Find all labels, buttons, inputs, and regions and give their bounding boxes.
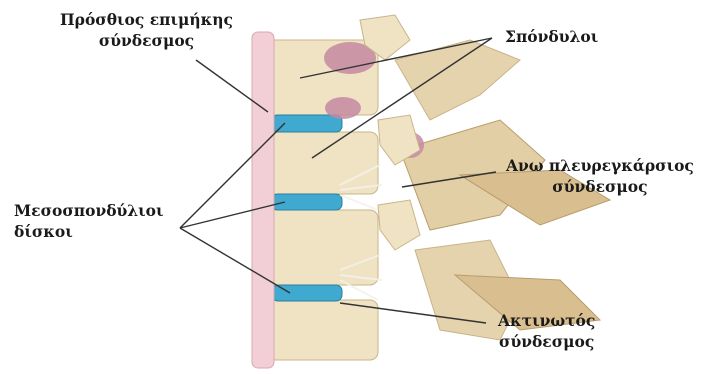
label-costotransverse-line2: σύνδεσμος: [506, 176, 694, 197]
label-vertebrae-line1: Σπόνδυλοι: [505, 26, 598, 47]
label-radiate-ligament: Ακτινωτός σύνδεσμος: [498, 310, 595, 352]
label-anterior-ligament-line2: σύνδεσμος: [60, 30, 233, 51]
label-vertebrae: Σπόνδυλοι: [505, 26, 598, 47]
label-discs-line1: Μεσοσπονδύλιοι: [14, 200, 164, 221]
label-radiate-line1: Ακτινωτός: [498, 310, 595, 331]
label-superior-costotransverse-ligament: Ανω πλευρεγκάρσιος σύνδεσμος: [506, 155, 694, 197]
label-radiate-line2: σύνδεσμος: [498, 331, 595, 352]
label-anterior-ligament-line1: Πρόσθιος επιμήκης: [60, 9, 233, 30]
anterior-ligament-band: [252, 32, 274, 368]
label-discs-line2: δίσκοι: [14, 221, 164, 242]
label-anterior-longitudinal-ligament: Πρόσθιος επιμήκης σύνδεσμος: [60, 9, 233, 51]
label-intervertebral-discs: Μεσοσπονδύλιοι δίσκοι: [14, 200, 164, 242]
label-costotransverse-line1: Ανω πλευρεγκάρσιος: [506, 155, 694, 176]
